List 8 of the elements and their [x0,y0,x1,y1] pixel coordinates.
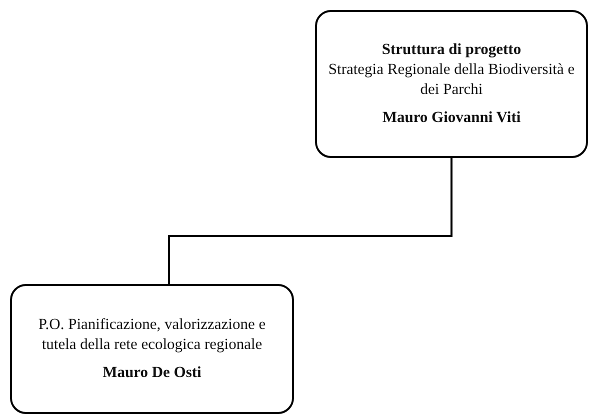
person-name: Mauro De Osti [102,363,202,383]
box-text: P.O. Pianificazione, valorizzazione e tutela della rete ecologica regionale [37,315,267,355]
box-heading: Struttura di progetto [382,40,522,60]
org-box [315,10,588,158]
box-text: Strategia Regionale della Biodiversità e dei Parchi [327,60,576,100]
person-name: Mauro Giovanni Viti [382,108,521,128]
connector-line [168,158,452,284]
org-box [10,284,294,414]
